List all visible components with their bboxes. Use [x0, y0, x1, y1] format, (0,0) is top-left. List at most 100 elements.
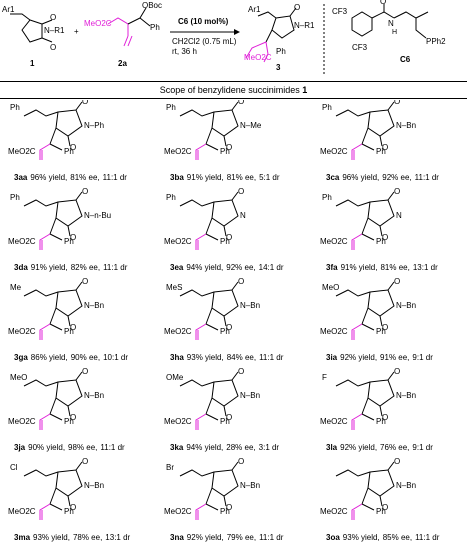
alkene-bond — [335, 199, 371, 207]
alkene-bond — [179, 199, 215, 207]
n-substituent-label: N–Bn — [240, 391, 260, 400]
phenyl-bond — [205, 413, 219, 421]
product-code: 3ba — [170, 173, 184, 182]
acrylate-fragment — [351, 503, 363, 520]
product-code: 3ja — [14, 443, 26, 452]
carbonyl-bond-bottom — [67, 495, 71, 507]
meo2c-label: MeO2C — [320, 507, 348, 516]
succinimide-ring — [367, 469, 395, 497]
ring-to-sidechain-bond — [361, 397, 369, 415]
pph2-label: PPh2 — [426, 37, 446, 46]
succinimide-ring — [367, 199, 395, 227]
carbonyl-bond-bottom — [223, 495, 227, 507]
phenyl-label: Ph — [64, 507, 74, 516]
phenyl-label: Ph — [376, 237, 386, 246]
carbonyl-o-top: O — [238, 457, 244, 466]
n-substituent-label: N–Bn — [84, 301, 104, 310]
meo2c-label: MeO2C — [164, 147, 192, 156]
carbonyl-bond-top — [231, 101, 239, 111]
carbonyl-o-bottom: O — [382, 233, 388, 242]
ar1-label-product: Ar1 — [248, 5, 261, 14]
aryl-group-label: F — [322, 373, 327, 382]
aryl-group-label: MeO — [322, 283, 339, 292]
n-substituent-label: N–Bn — [396, 481, 416, 490]
carbonyl-o-top: O — [394, 277, 400, 286]
alkene-bond — [23, 469, 59, 477]
product-code: 3na — [170, 533, 184, 542]
product-ee: 90% ee, — [71, 353, 100, 362]
product-yield: 93% yield, — [343, 533, 380, 542]
meo2c-label: MeO2C — [320, 237, 348, 246]
product-ee: 28% ee, — [226, 443, 255, 452]
carbonyl-o-top: O — [50, 13, 56, 22]
acrylate-fragment — [351, 143, 363, 160]
catalyst-n-label: N — [388, 19, 394, 28]
product-dr: 11:1 dr — [103, 263, 128, 272]
meo2c-label: MeO2C — [164, 327, 192, 336]
acrylate-fragment — [195, 413, 207, 430]
acrylate-fragment — [39, 233, 51, 250]
phenyl-label: Ph — [376, 417, 386, 426]
reactant-2a-label: 2a — [118, 59, 127, 68]
aryl-group-label: MeO — [10, 373, 27, 382]
carbonyl-bond-top — [231, 461, 239, 471]
product-yield: 96% yield, — [30, 173, 67, 182]
ring-to-sidechain-bond — [361, 127, 369, 145]
product-ee: 76% ee, — [380, 443, 409, 452]
ring-to-sidechain-bond — [49, 127, 57, 145]
carbonyl-o-top: O — [394, 367, 400, 376]
meo2c-label: MeO2C — [8, 327, 36, 336]
product-yield: 92% yield, — [340, 443, 377, 452]
carbonyl-o-bottom: O — [226, 143, 232, 152]
succinimide-ring — [211, 379, 239, 407]
phenyl-bond — [205, 143, 219, 151]
carbonyl-o-bottom: O — [382, 413, 388, 422]
product-code: 3ia — [326, 353, 338, 362]
product-yield: 91% yield, — [31, 263, 68, 272]
alkene-bond — [23, 109, 59, 117]
phenyl-bond — [361, 413, 375, 421]
carbonyl-o-bottom: O — [382, 503, 388, 512]
carbonyl-bond-bottom — [223, 135, 227, 147]
carbonyl-o-bottom: O — [226, 323, 232, 332]
meo2c-label: MeO2C — [164, 237, 192, 246]
product-yield: 91% yield, — [341, 263, 378, 272]
n-substituent-label: N–Bn — [240, 301, 260, 310]
carbonyl-bond-top — [231, 281, 239, 291]
scheme-divider-line — [0, 81, 467, 82]
carbonyl-o-bottom: O — [382, 143, 388, 152]
carbonyl-o-top: O — [238, 277, 244, 286]
carbonyl-bond-bottom — [379, 225, 383, 237]
n-substituent-label: N–Bn — [240, 481, 260, 490]
product-yield: 92% yield, — [340, 353, 377, 362]
aryl-group-label: Ph — [10, 103, 20, 112]
product-dr: 11:1 dr — [415, 173, 440, 182]
carbonyl-o-bottom: O — [382, 323, 388, 332]
aryl-group-label: Ph — [166, 193, 176, 202]
scope-title-bold: 1 — [302, 85, 308, 95]
aryl-group-label: Ph — [166, 103, 176, 112]
aryl-group-label: Cl — [10, 463, 18, 472]
catalyst-o-label: O — [380, 0, 386, 6]
product-ee: 81% ee, — [70, 173, 99, 182]
acrylate-fragment — [39, 323, 51, 340]
ar1-group-label: Ar1 — [2, 5, 15, 14]
n-substituent-label: N–Bn — [84, 481, 104, 490]
carbonyl-o-bottom: O — [226, 413, 232, 422]
phenyl-label: Ph — [64, 417, 74, 426]
cf3-top-label: CF3 — [332, 7, 348, 16]
acrylate-fragment — [39, 503, 51, 520]
product-o-top: O — [294, 3, 300, 12]
phenyl-label: Ph — [220, 417, 230, 426]
succinimide-ring — [55, 469, 83, 497]
